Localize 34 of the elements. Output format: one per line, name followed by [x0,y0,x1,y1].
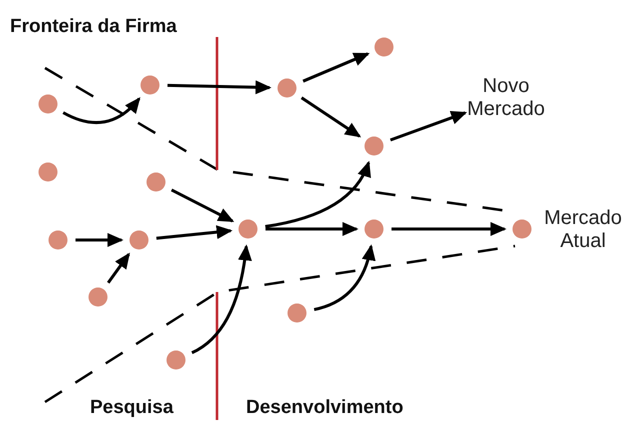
arrow [156,225,233,240]
arrow [302,52,370,83]
arrow [266,222,358,236]
circle-node [38,94,58,114]
region-label: Fronteira da Firma [10,16,177,38]
circle-node [166,350,186,370]
arrow [107,252,130,284]
arrow [170,188,234,222]
circle-node [374,38,394,56]
circle-node [238,220,258,238]
circle-node [38,162,58,182]
arrow [62,97,140,124]
circle-node [364,136,384,156]
arrow [314,244,376,312]
circle-node [288,304,306,322]
circle-node [146,172,166,192]
circle-node [278,78,296,98]
circle-node [130,230,148,250]
region-label: Pesquisa [90,397,174,419]
circle-node [88,288,108,306]
market-label: Mercado Atual [543,207,623,253]
circle-node [48,230,68,250]
circle-node [512,220,532,238]
arrow [191,244,252,354]
arrow [76,233,124,247]
arrow [265,160,370,228]
arrow [392,222,506,236]
circle-node [364,220,384,238]
arrow [167,80,272,94]
market-label: Novo Mercado [451,75,561,121]
region-label: Desenvolvimento [246,397,404,419]
arrow [390,111,468,142]
arrow [300,96,362,138]
circle-node [140,76,160,94]
